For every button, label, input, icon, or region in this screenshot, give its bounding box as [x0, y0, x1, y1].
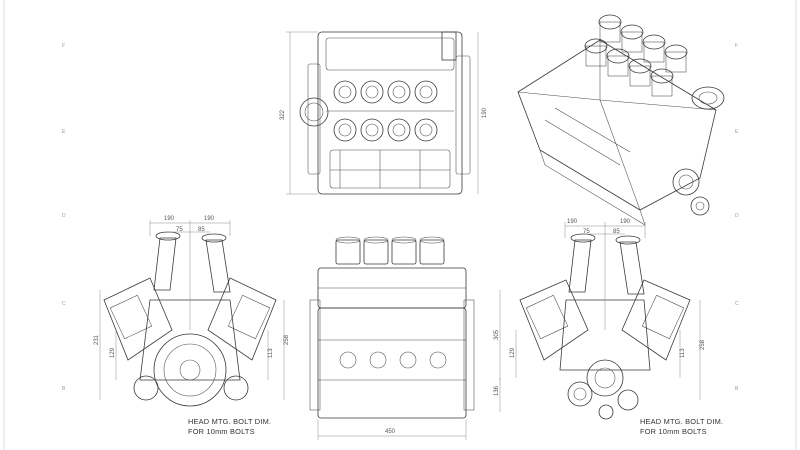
engine-front-view-right: 190 190 75 85 305 129 113 258 136 HEAD M… [494, 219, 723, 436]
zone-letter-left-b: B [62, 386, 66, 392]
dim-front-right-113: 113 [680, 348, 686, 358]
dim-front-left-190b: 190 [204, 216, 215, 222]
zone-letter-right-c: C [735, 301, 739, 307]
engine-side-view: 450 [309, 236, 475, 440]
dim-front-right-85: 85 [613, 229, 620, 235]
engine-top-view: 322 190 [280, 31, 488, 195]
iso-intake-stacks [584, 14, 688, 97]
dim-front-left-258: 258 [284, 334, 290, 345]
dim-front-right-305: 305 [494, 329, 500, 340]
zone-letter-right-e: E [735, 129, 739, 135]
dim-side-top-view: 190 [482, 107, 488, 118]
dim-front-left-190a: 190 [164, 216, 175, 222]
note-head-bolt-left-line1: HEAD MTG. BOLT DIM. [188, 417, 271, 426]
note-head-bolt-left-line2: FOR 10mm BOLTS [188, 427, 255, 436]
dim-front-left-129: 129 [110, 347, 116, 358]
zone-letter-right-d: D [735, 213, 739, 219]
zone-letter-left-d: D [62, 213, 66, 219]
dim-front-right-75: 75 [583, 229, 590, 235]
zone-letter-left-e: E [62, 129, 66, 135]
engine-isometric-view [517, 14, 725, 226]
dim-front-left-231: 231 [94, 334, 100, 345]
zone-letter-left-f: F [62, 43, 65, 49]
engine-front-view-left: 190 190 75 85 231 129 113 258 HEAD MTG. … [94, 216, 290, 436]
note-head-bolt-right-line2: FOR 10mm BOLTS [640, 427, 707, 436]
top-view-intake-row-lower [333, 118, 438, 142]
dim-front-left-113: 113 [268, 348, 274, 358]
dim-front-right-190b: 190 [620, 219, 631, 225]
dim-height-top-view: 322 [280, 109, 286, 120]
zone-letter-right-f: F [735, 43, 738, 49]
dim-front-right-129: 129 [510, 347, 516, 358]
dim-front-right-136: 136 [494, 385, 500, 396]
dim-side-length-450: 450 [385, 429, 396, 435]
top-view-intake-row-upper [333, 80, 438, 104]
zone-letter-right-b: B [735, 386, 739, 392]
side-view-intake-stacks [335, 236, 445, 265]
dim-front-left-75: 75 [176, 227, 183, 233]
dim-front-right-258: 258 [700, 339, 706, 350]
sheet-border: F E D C B F E D C B [3, 0, 797, 450]
dim-front-left-85: 85 [198, 227, 205, 233]
dim-front-right-190a: 190 [567, 219, 578, 225]
zone-letter-left-c: C [62, 301, 66, 307]
note-head-bolt-right-line1: HEAD MTG. BOLT DIM. [640, 417, 723, 426]
